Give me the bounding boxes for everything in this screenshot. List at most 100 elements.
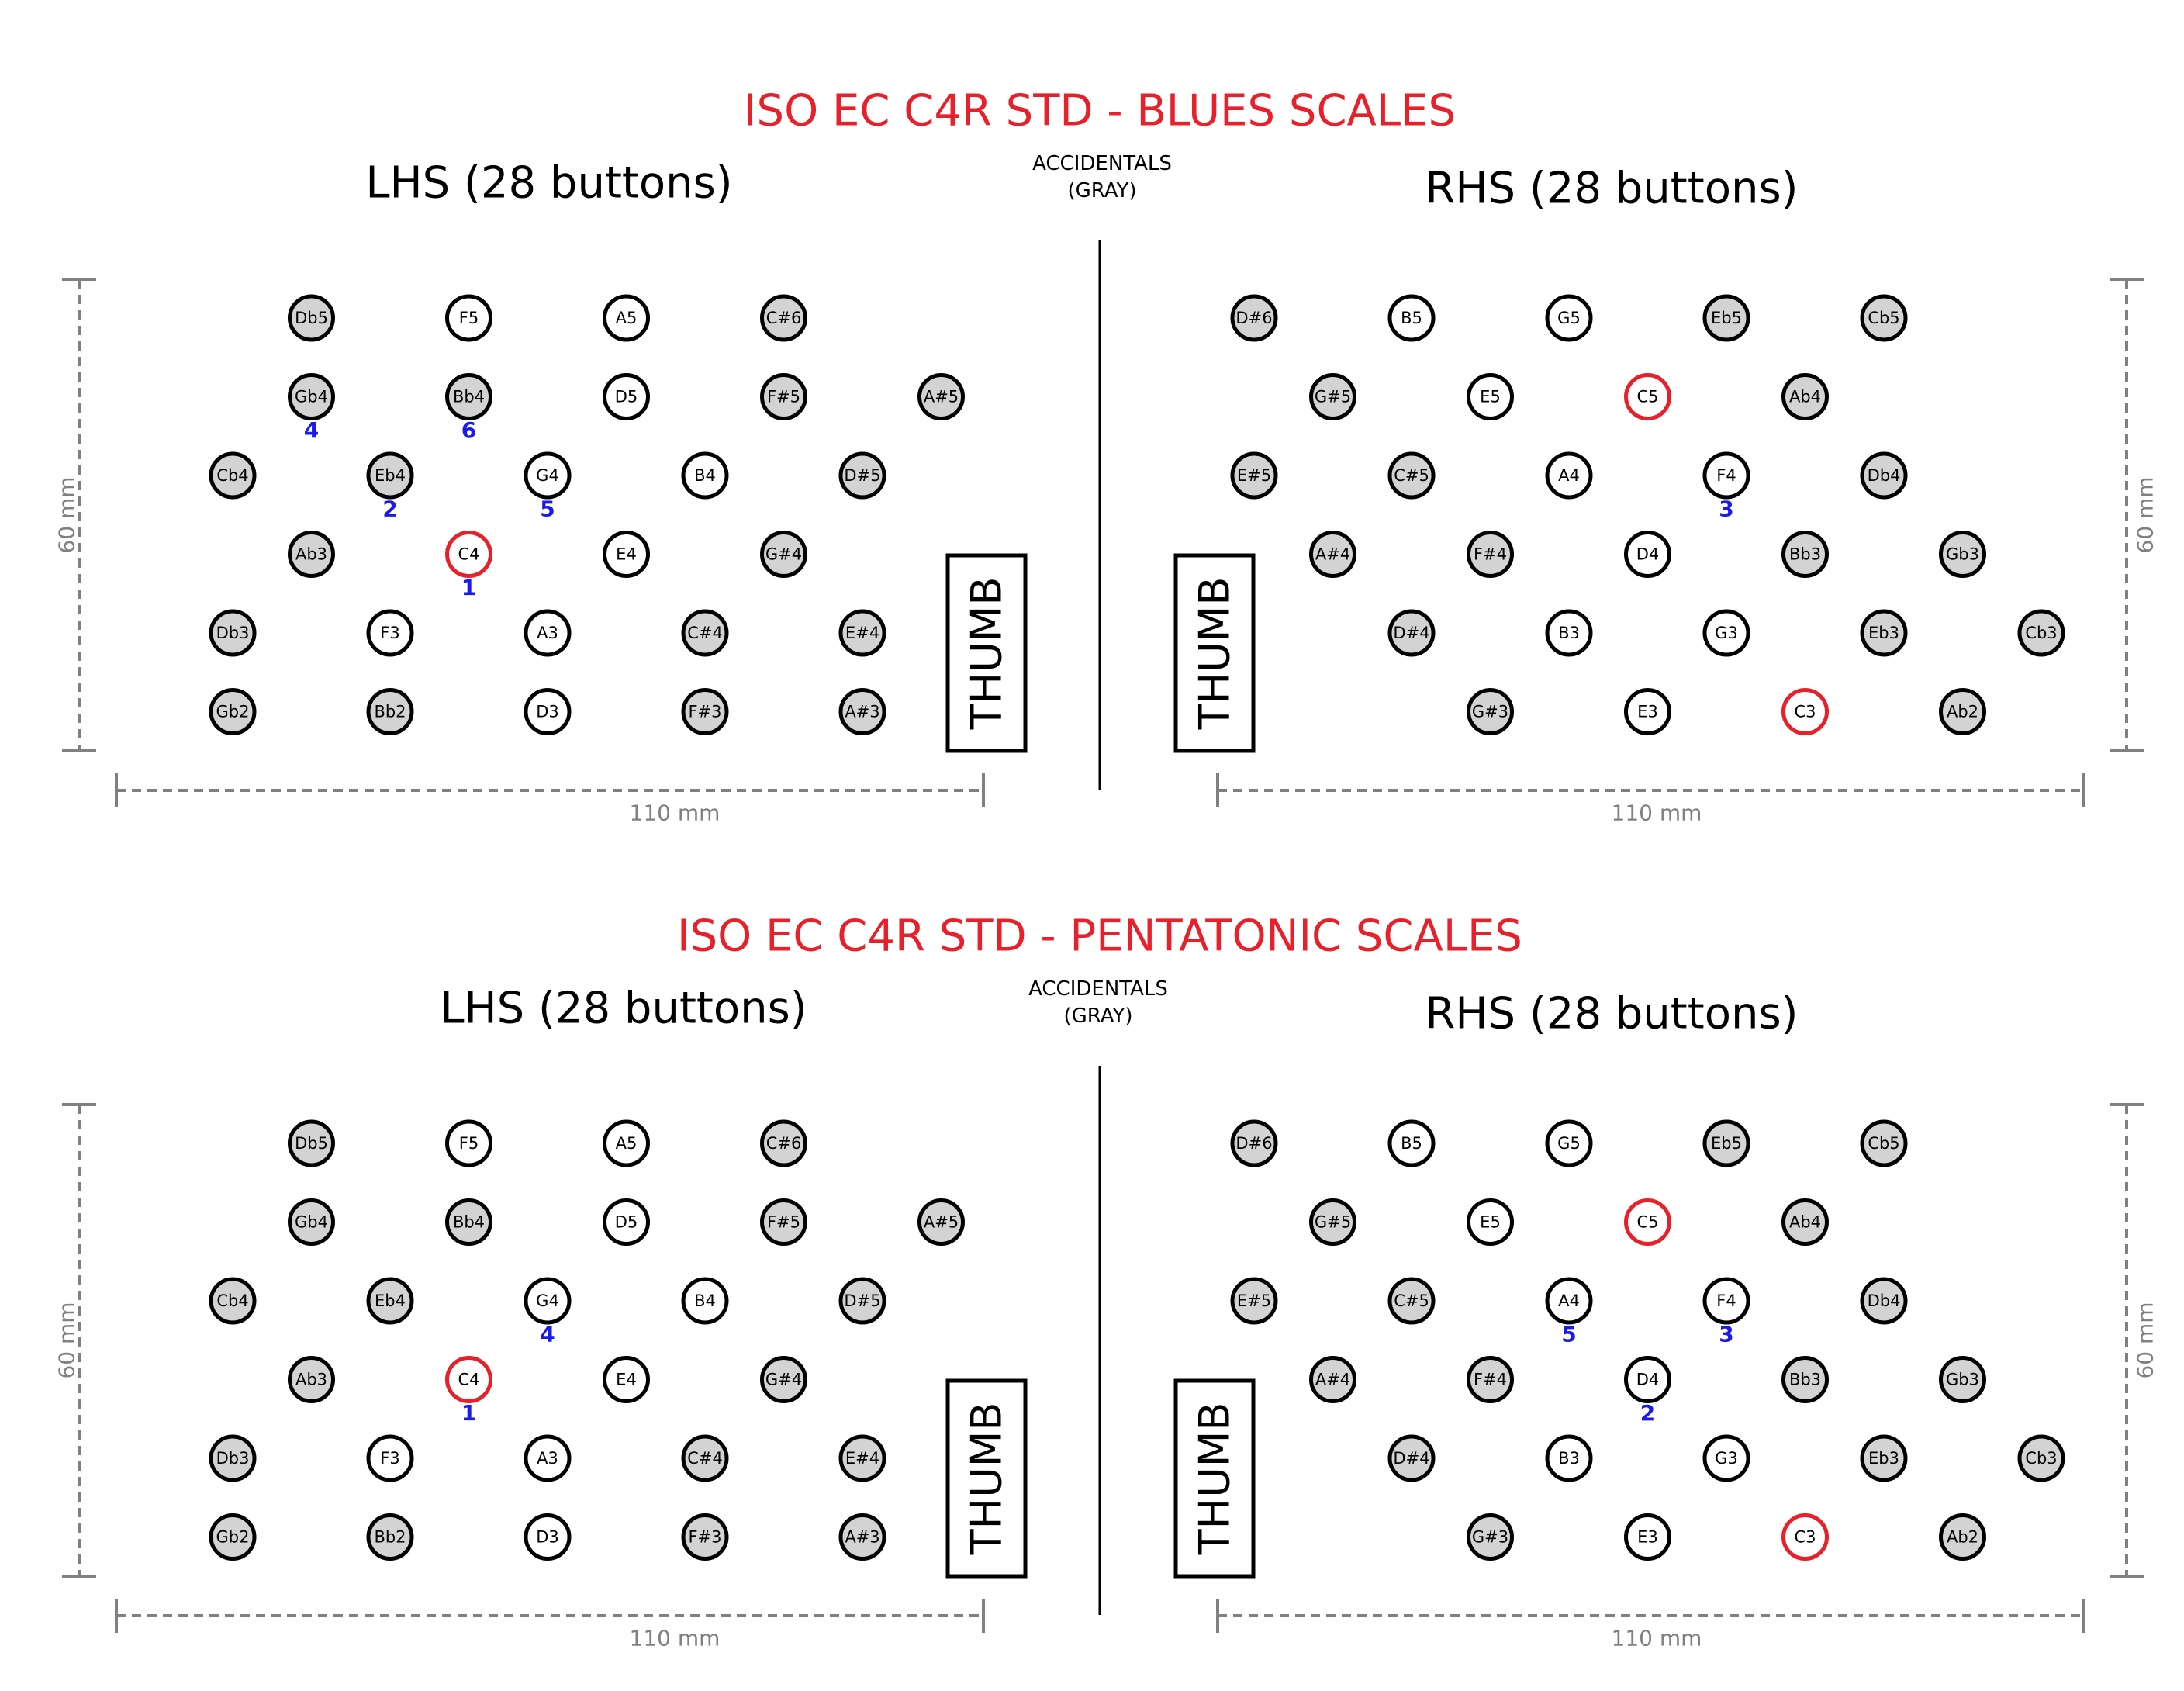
button-label: G3 [1715, 1449, 1738, 1468]
button-circle [1939, 688, 1986, 735]
button-circle [1939, 531, 1986, 578]
lhs-button-Asharp3: A#3 [838, 1513, 886, 1561]
button-circle [681, 609, 729, 657]
button-circle [1624, 373, 1671, 420]
button-circle [366, 1513, 414, 1561]
button-circle [1860, 1434, 1908, 1482]
button-circle [366, 1277, 414, 1325]
button-circle [209, 609, 257, 657]
panel-title: ISO EC C4R STD - BLUES SCALES [744, 86, 1456, 137]
rhs-button-Cb5: Cb5 [1860, 1119, 1908, 1167]
button-circle [603, 373, 650, 420]
button-label: Eb3 [1868, 624, 1899, 642]
button-circle [1309, 373, 1356, 420]
button-circle [524, 1513, 572, 1561]
lhs-button-Fsharp3: F#3 [681, 1513, 729, 1561]
button-circle [917, 1198, 965, 1246]
button-label: G#3 [1472, 703, 1508, 721]
rhs-button-Gsharp3: G#3 [1467, 1513, 1514, 1561]
button-circle [288, 1356, 335, 1403]
button-circle [445, 1198, 492, 1246]
button-label: Gb3 [1946, 1371, 1979, 1389]
button-label: G5 [1557, 309, 1581, 327]
button-circle [1387, 451, 1436, 500]
button-circle [288, 373, 335, 420]
lhs-button-Gsharp4: G#4 [760, 531, 807, 578]
button-circle [524, 688, 572, 735]
lhs-button-B4: B4 [681, 1277, 729, 1325]
lhs-button-F5: F5 [445, 294, 492, 342]
button-label: C#5 [1394, 1292, 1429, 1310]
lhs-button-Dsharp5: D#5 [838, 451, 886, 500]
button-label: G4 [536, 1292, 559, 1310]
lhs-button-Gb4: Gb4 [288, 373, 335, 420]
button-circle [1781, 688, 1829, 735]
button-circle [1624, 1356, 1671, 1403]
button-circle [1781, 1356, 1829, 1403]
button-label: Eb4 [375, 466, 406, 485]
button-label: B3 [1558, 1449, 1580, 1468]
button-label: Ab2 [1947, 1528, 1978, 1547]
button-circle [1860, 1119, 1908, 1167]
button-label: C5 [1636, 388, 1658, 406]
rhs-finger-number: 2 [1640, 1400, 1655, 1426]
button-circle [1781, 373, 1829, 420]
button-label: D4 [1636, 545, 1660, 564]
rhs-button-Asharp4: A#4 [1309, 1356, 1356, 1403]
lhs-button-Bb4: Bb4 [445, 373, 492, 420]
button-label: Bb3 [1789, 1371, 1821, 1389]
button-label: A3 [537, 624, 558, 642]
button-label: Bb4 [453, 1213, 485, 1232]
rhs-title: RHS (28 buttons) [1425, 164, 1798, 214]
button-circle [524, 1277, 572, 1325]
button-label: A#4 [1315, 1371, 1350, 1389]
lhs-title: LHS (28 buttons) [365, 158, 732, 209]
button-label: Gb3 [1946, 545, 1979, 564]
rhs-button-B3: B3 [1545, 1434, 1593, 1482]
button-label: Db4 [1868, 466, 1901, 485]
button-circle [1939, 1356, 1986, 1403]
button-label: Cb4 [216, 466, 248, 485]
rhs-button-D4: D4 [1624, 531, 1671, 578]
button-circle [1702, 1119, 1750, 1167]
rhs-button-B5: B5 [1387, 1119, 1436, 1167]
lhs-finger-number: 2 [382, 496, 397, 522]
button-circle [603, 1119, 650, 1167]
rhs-thumb-box [1173, 1378, 1256, 1579]
button-circle [760, 1356, 807, 1403]
button-circle [1545, 1277, 1593, 1325]
button-label: E3 [1637, 1528, 1658, 1547]
button-label: C#6 [766, 1134, 802, 1153]
rhs-width-label: 110 mm [1612, 801, 1702, 826]
lhs-height-label: 60 mm [54, 1302, 80, 1378]
button-circle [1387, 609, 1436, 657]
button-label: C4 [458, 545, 479, 564]
button-label: G5 [1557, 1134, 1581, 1153]
lhs-button-E4: E4 [603, 1356, 650, 1403]
lhs-button-A5: A5 [603, 1119, 650, 1167]
button-circle [209, 1513, 257, 1561]
button-circle [445, 1119, 492, 1167]
button-circle [838, 609, 886, 657]
lhs-button-G4: G4 [524, 1277, 572, 1325]
button-circle [1309, 531, 1356, 578]
lhs-button-Fsharp5: F#5 [760, 373, 807, 420]
button-circle [1387, 1119, 1436, 1167]
button-circle [681, 1513, 729, 1561]
lhs-width-label: 110 mm [630, 1626, 721, 1651]
accidentals-sub-label: (GRAY) [1063, 1005, 1132, 1028]
button-circle [1230, 294, 1278, 342]
lhs-button-A5: A5 [603, 294, 650, 342]
rhs-button-Db4: Db4 [1860, 451, 1908, 500]
button-label: B4 [694, 1292, 716, 1310]
button-circle [1624, 531, 1671, 578]
button-label: A4 [1558, 466, 1580, 485]
rhs-button-Cb3: Cb3 [2017, 1434, 2065, 1482]
button-label: F#3 [688, 703, 721, 721]
button-circle [1230, 1119, 1278, 1167]
button-circle [1702, 294, 1750, 342]
rhs-button-Esharp5: E#5 [1230, 451, 1278, 500]
button-label: D3 [536, 703, 559, 721]
rhs-button-F4: F4 [1702, 1277, 1750, 1325]
button-circle [366, 688, 414, 735]
